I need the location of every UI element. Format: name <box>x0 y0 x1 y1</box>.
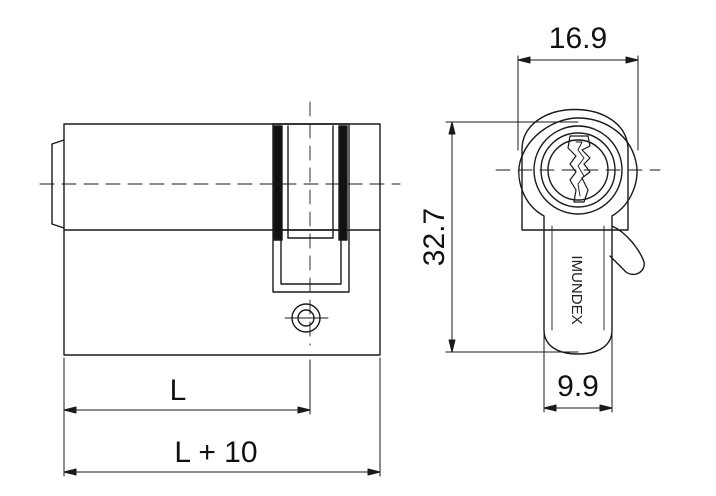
dimension-label-L: L <box>170 374 187 407</box>
brand-engraving: IMUNDEX <box>568 255 585 324</box>
cam-band-left <box>273 125 283 241</box>
cam-inner <box>280 229 342 285</box>
dimension-label-16-9: 16.9 <box>549 22 607 55</box>
dimension-L <box>63 357 381 477</box>
dimension-16-9 <box>517 55 639 151</box>
profile-body <box>518 117 638 355</box>
keyway-inner <box>575 141 585 197</box>
dimension-label-L-plus-10: L + 10 <box>174 436 257 469</box>
cam-band-right <box>338 125 348 241</box>
keyway <box>567 135 591 203</box>
plug-rim-outer <box>533 125 623 215</box>
side-view <box>51 123 381 356</box>
dimension-label-32-7: 32.7 <box>418 208 451 266</box>
cylinder-body <box>63 123 381 356</box>
dimension-label-9-9: 9.9 <box>557 370 599 403</box>
dimension-9-9 <box>543 329 613 413</box>
cam-slot <box>272 123 350 293</box>
side-centre-lines <box>39 101 401 346</box>
dimension-32-7 <box>445 121 579 353</box>
dimension-L-plus-10 <box>63 468 381 476</box>
cam-lever <box>609 225 645 276</box>
cam-housing <box>521 108 629 231</box>
